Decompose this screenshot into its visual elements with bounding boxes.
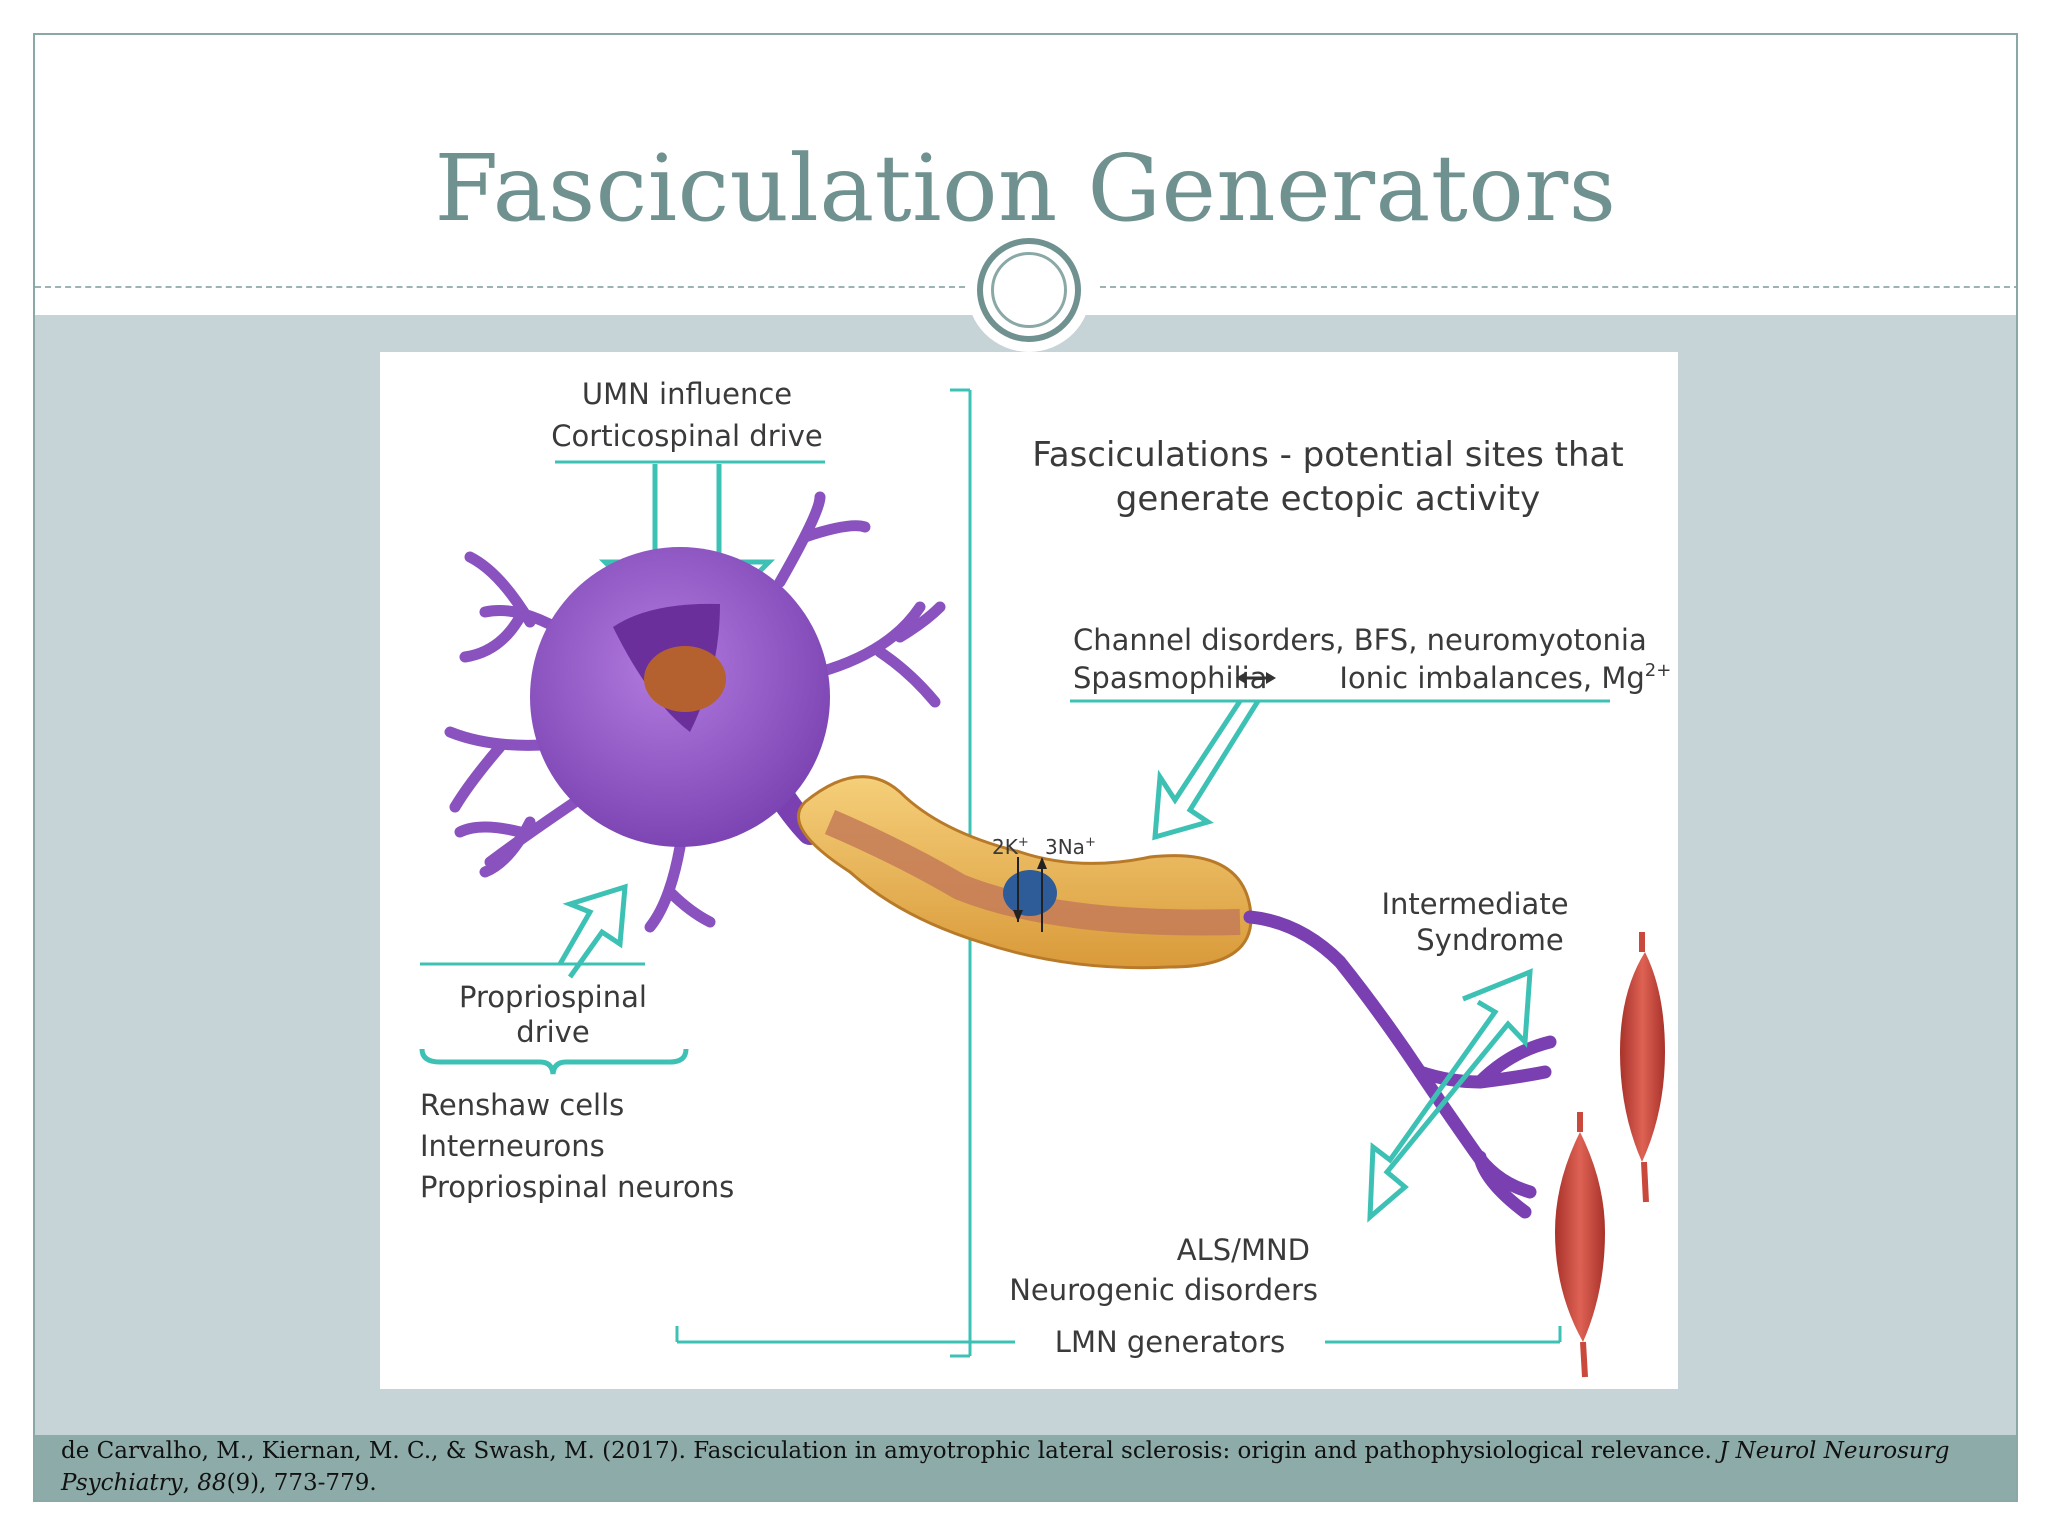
propriospinal-line1: Propriospinal bbox=[459, 980, 647, 1014]
lmn-bracket bbox=[675, 1326, 1562, 1344]
heading-line1: Fasciculations - potential sites that bbox=[1032, 435, 1623, 475]
channel-arrow-icon bbox=[1152, 699, 1261, 841]
citation-journal: J Neurol Neurosurg Psychiatry bbox=[61, 1438, 1950, 1496]
dendrites bbox=[444, 491, 946, 933]
brace-icon bbox=[419, 1048, 689, 1075]
list-item-renshaw: Renshaw cells bbox=[420, 1088, 624, 1122]
sodium-label: 3Na+ bbox=[1045, 835, 1096, 859]
als-line1: ALS/MND bbox=[1177, 1233, 1310, 1267]
fasciculation-diagram: UMN influence Corticospinal drive bbox=[380, 352, 1678, 1389]
intermediate-line2: Syndrome bbox=[1416, 923, 1563, 957]
circle-ornament-icon bbox=[977, 238, 1081, 342]
ion-pump bbox=[1003, 857, 1057, 932]
double-headed-arrow-icon bbox=[1367, 968, 1533, 1223]
citation-volume: 88 bbox=[197, 1470, 227, 1496]
list-item-propriospinal: Propriospinal neurons bbox=[420, 1170, 734, 1204]
divider-right bbox=[1100, 286, 2016, 288]
umn-label-line1: UMN influence bbox=[582, 377, 792, 411]
citation-authors: de Carvalho, M., Kiernan, M. C., & Swash… bbox=[61, 1438, 1720, 1464]
diagram-svg: UMN influence Corticospinal drive bbox=[419, 377, 1671, 1378]
channel-disorders-line1: Channel disorders, BFS, neuromyotonia bbox=[1073, 623, 1647, 657]
intermediate-line1: Intermediate bbox=[1381, 887, 1568, 921]
slide-title: Fasciculation Generators bbox=[434, 135, 1617, 242]
citation-pages: (9), 773-779. bbox=[226, 1470, 377, 1496]
muscle-fibers bbox=[1555, 932, 1665, 1378]
distal-axon bbox=[1243, 910, 1557, 1219]
divider-left bbox=[35, 286, 965, 288]
heading-line2: generate ectopic activity bbox=[1116, 479, 1540, 519]
citation-bar bbox=[35, 1435, 2016, 1500]
potassium-label: 2K+ bbox=[992, 835, 1029, 859]
nucleus bbox=[644, 646, 726, 712]
propriospinal-line2: drive bbox=[516, 1015, 589, 1049]
lmn-label: LMN generators bbox=[1055, 1325, 1285, 1359]
umn-label-line2: Corticospinal drive bbox=[551, 419, 822, 453]
citation-separator: , bbox=[182, 1470, 198, 1496]
propriospinal-arrow-icon bbox=[557, 883, 628, 979]
citation: de Carvalho, M., Kiernan, M. C., & Swash… bbox=[61, 1435, 2016, 1499]
slide-frame: Fasciculation Generators bbox=[33, 33, 2018, 1502]
bidirectional-arrow-icon bbox=[1236, 672, 1276, 684]
als-line2: Neurogenic disorders bbox=[1009, 1273, 1318, 1307]
list-item-interneurons: Interneurons bbox=[420, 1129, 605, 1163]
